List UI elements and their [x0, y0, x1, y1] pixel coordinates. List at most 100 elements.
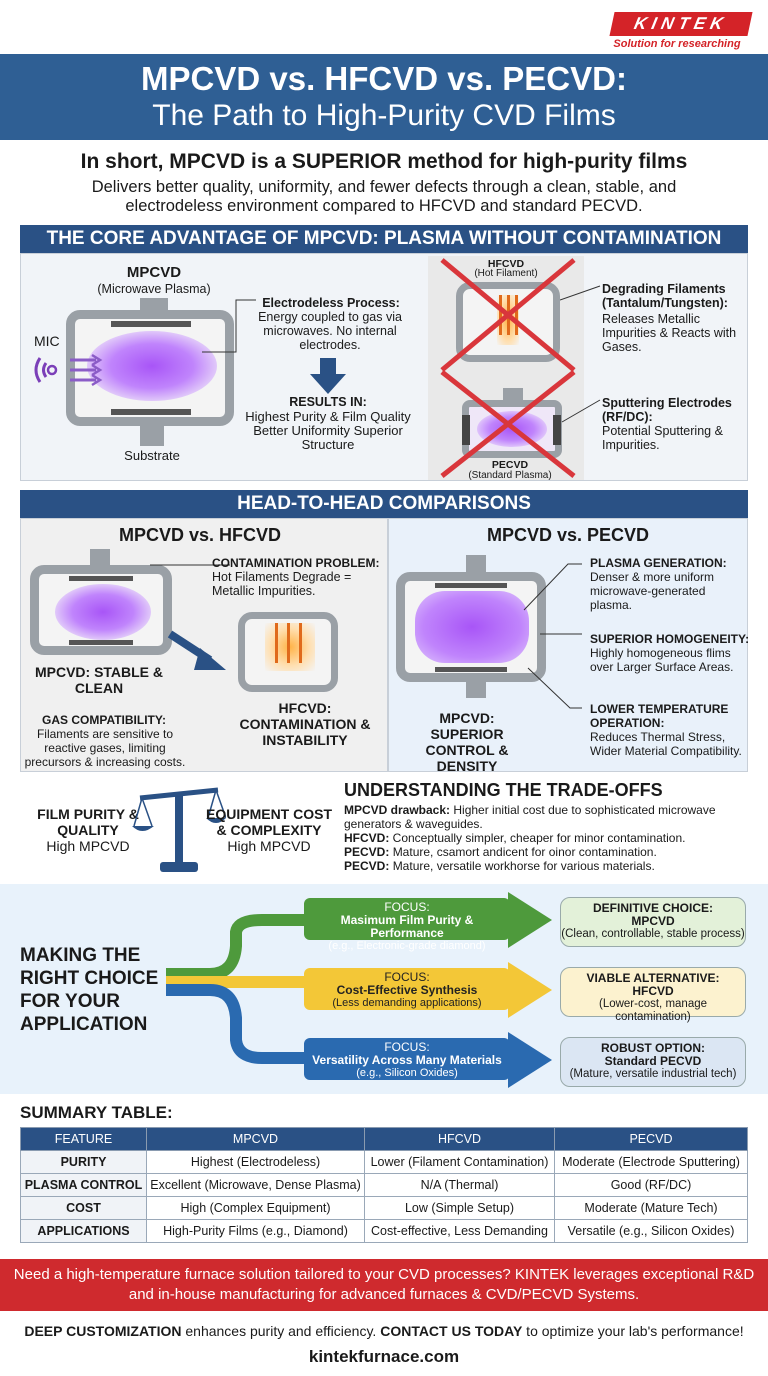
tradeoff-line: PECVD: Mature, csamort andicent for oino… [344, 845, 657, 859]
table-header-cell: MPCVD [146, 1127, 365, 1151]
callout-line [150, 564, 230, 566]
contam-title: CONTAMINATION PROBLEM: [212, 556, 380, 570]
promo-banner: Need a high-temperature furnace solution… [0, 1259, 768, 1311]
pecvd-port [503, 388, 523, 402]
table-cell: Excellent (Microwave, Dense Plasma) [146, 1173, 365, 1197]
sputter-body: Potential Sputtering & Impurities. [602, 424, 723, 452]
tradeoff-line: PECVD: Mature, versatile workhorse for v… [344, 859, 655, 873]
substrate-stem [140, 426, 164, 446]
tradeoff-line: HFCVD: Conceptually simpler, cheaper for… [344, 831, 686, 845]
table-cell: PLASMA CONTROL [20, 1173, 147, 1197]
table-cell: Moderate (Electrode Sputtering) [554, 1150, 748, 1174]
mpcvd-plasma [87, 331, 217, 401]
microwave-icon [34, 353, 103, 387]
tradeoff-left-label: FILM PURITY & QUALITY [37, 806, 139, 838]
table-cell: Good (RF/DC) [554, 1173, 748, 1197]
diagonal-arrow-icon [167, 630, 226, 670]
filament [499, 295, 502, 335]
mpcvd-chamber-large [396, 572, 546, 682]
table-header-cell: FEATURE [20, 1127, 147, 1151]
gas-title: GAS COMPATIBILITY: [42, 713, 166, 727]
mpcvd-title: MPCVD [126, 264, 182, 281]
results-title: RESULTS IN: [289, 395, 367, 409]
plasma-gen-title: PLASMA GENERATION: [590, 556, 727, 570]
mpcvd-subtitle: (Microwave Plasma) [97, 282, 211, 296]
top-plate [111, 321, 191, 327]
table-header-cell: HFCVD [364, 1127, 555, 1151]
filament [287, 623, 290, 663]
h2h-left-title: MPCVD vs. HFCVD [118, 525, 282, 545]
table-cell: N/A (Thermal) [364, 1173, 555, 1197]
callout-line [202, 299, 256, 353]
header-banner: MPCVD vs. HFCVD vs. PECVD: The Path to H… [0, 54, 768, 140]
homogeneity-body: Highly homogeneous flims over Larger Sur… [590, 646, 734, 674]
table-row: COST High (Complex Equipment) Low (Simpl… [20, 1196, 748, 1220]
result-mpcvd-box: DEFINITIVE CHOICE: MPCVD (Clean, control… [560, 897, 746, 947]
waveguide-top [466, 555, 486, 575]
substrate-plate [111, 409, 191, 415]
mic-label: MIC [34, 333, 60, 349]
down-arrow-icon [310, 358, 346, 394]
gas-body: Filaments are sensitive to reactive gase… [24, 727, 186, 769]
electrode [553, 415, 561, 445]
table-cell: Moderate (Mature Tech) [554, 1196, 748, 1220]
callout-lines [560, 285, 601, 423]
pecvd-subtitle: (Standard Plasma) [468, 470, 552, 481]
low-temp-title: LOWER TEMPERATURE OPERATION: [590, 702, 729, 730]
pecvd-title: PECVD [491, 459, 529, 471]
arrow-head [508, 1032, 552, 1088]
arrow-head [508, 962, 552, 1018]
top-plate [435, 583, 507, 588]
intro-headline: In short, MPCVD is a SUPERIOR method for… [80, 150, 688, 173]
page-title: MPCVD vs. HFCVD vs. PECVD: [141, 60, 627, 97]
mpcvd-chamber-small [30, 565, 172, 655]
table-header-row: FEATURE MPCVD HFCVD PECVD [20, 1127, 748, 1151]
electrodeless-title: Electrodeless Process: [262, 296, 400, 310]
contam-body: Hot Filaments Degrade = Metallic Impurit… [212, 570, 352, 598]
hfcvd-chamber [456, 282, 560, 362]
tradeoff-right-value: High MPCVD [227, 838, 311, 854]
table-cell: Versatile (e.g., Silicon Oxides) [554, 1219, 748, 1243]
summary-table: FEATURE MPCVD HFCVD PECVD PURITY Highest… [20, 1127, 748, 1243]
table-cell: Highest (Electrodeless) [146, 1150, 365, 1174]
h2h-right-title: MPCVD vs. PECVD [486, 525, 650, 545]
result-hfcvd-box: VIABLE ALTERNATIVE: HFCVD (Lower-cost, m… [560, 967, 746, 1023]
tradeoffs-title: UNDERSTANDING THE TRADE-OFFS [344, 780, 663, 800]
cross-out-icon [440, 258, 576, 478]
filament-glow [265, 623, 315, 671]
waveguide-top [140, 298, 168, 312]
balance-scale-icon [132, 787, 226, 872]
table-cell: COST [20, 1196, 147, 1220]
mpcvd-chamber [66, 310, 234, 426]
brand-logo: KINTEK [609, 12, 753, 36]
callout-lines [523, 563, 582, 709]
dense-plasma [415, 591, 529, 663]
h2h-section-title: HEAD-TO-HEAD COMPARISONS [20, 490, 748, 518]
filament [275, 623, 278, 663]
plasma-gen-body: Denser & more uniform microwave-generate… [590, 570, 715, 612]
core-section-title: THE CORE ADVANTAGE OF MPCVD: PLASMA WITH… [20, 225, 748, 253]
mpcvd-plasma [55, 584, 151, 640]
low-temp-body: Reduces Thermal Stress, Wider Material C… [590, 730, 742, 758]
top-plate [69, 576, 133, 581]
table-cell: APPLICATIONS [20, 1219, 147, 1243]
substrate-plate [69, 640, 133, 645]
branch-arrows [166, 914, 306, 1064]
degrading-title: Degrading Filaments (Tantalum/Tungsten): [602, 282, 728, 310]
sputter-title: Sputtering Electrodes (RF/DC): [602, 396, 732, 424]
hfcvd-subtitle: (Hot Filament) [474, 268, 538, 279]
table-header-cell: PECVD [554, 1127, 748, 1151]
website-link[interactable]: kintekfurnace.com [308, 1347, 460, 1366]
brand-tagline: Solution for researching [613, 38, 741, 50]
summary-table-title: SUMMARY TABLE: [20, 1103, 173, 1122]
table-cell: Cost-effective, Less Demanding [364, 1219, 555, 1243]
intro-body: Delivers better quality, uniformity, and… [91, 178, 677, 215]
table-cell: PURITY [20, 1150, 147, 1174]
waveguide-top [90, 549, 110, 567]
focus-cost-box: FOCUS: Cost-Effective Synthesis (Less de… [304, 968, 510, 1010]
mpcvd-control-label: MPCVD: SUPERIOR CONTROL & DENSITY [425, 710, 509, 774]
tradeoff-left-value: High MPCVD [46, 838, 130, 854]
degrading-body: Releases Metallic Impurities & Reacts wi… [602, 312, 737, 354]
page-subtitle: The Path to High-Purity CVD Films [152, 99, 616, 132]
result-pecvd-box: ROBUST OPTION: Standard PECVD (Mature, v… [560, 1037, 746, 1087]
